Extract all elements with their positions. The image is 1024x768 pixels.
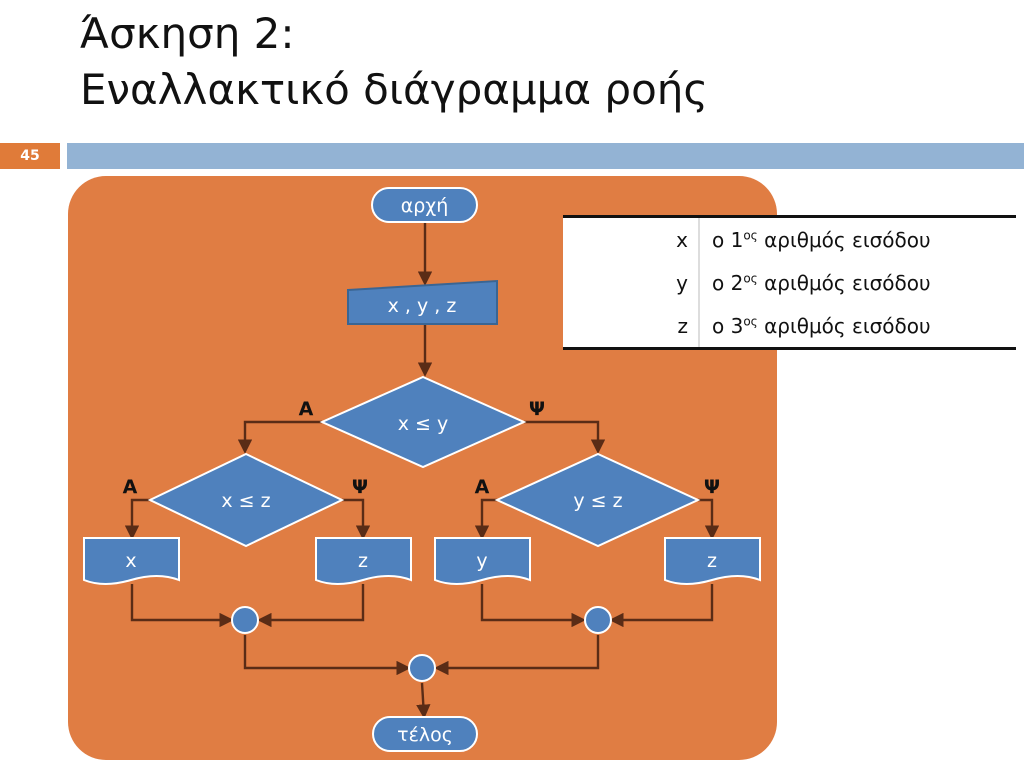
decision-left-yes: Α [123,476,138,498]
decision-main-label: x ≤ y [398,413,449,435]
input-label: x , y , z [388,295,457,317]
output-z-right: z [664,537,761,585]
start-label: αρχή [401,195,449,217]
variables-table: x ο 1ος αριθμός εισόδου y ο 2ος αριθμός … [563,215,1016,350]
output-z-right-label: z [707,550,717,572]
decision-left-label: x ≤ z [221,490,270,512]
desc-cell: ο 1ος αριθμός εισόδου [712,227,931,252]
title-line-1: Άσκηση 2: [80,9,295,58]
decision-main-no: Ψ [529,398,545,420]
end-terminal: τέλος [372,716,478,752]
decision-left: x ≤ z Α Ψ [123,452,368,548]
output-y-label: y [476,550,487,572]
junction-final [408,654,436,682]
title-line-2: Εναλλακτικό διάγραμμα ροής [80,65,709,114]
slide-title: Άσκηση 2: Εναλλακτικό διάγραμμα ροής [80,6,1000,118]
var-cell: x [563,216,700,261]
decision-right-label: y ≤ z [573,490,622,512]
decision-right-yes: Α [475,476,490,498]
table-row: x ο 1ος αριθμός εισόδου [563,216,1016,261]
decision-right-no: Ψ [704,476,720,498]
junction-right [584,606,612,634]
start-terminal: αρχή [371,187,478,223]
slide-number: 45 [0,143,60,169]
junction-left [231,606,259,634]
connector-lines [124,222,720,719]
var-cell: z [563,304,700,349]
decision-main: x ≤ y Α Ψ [299,375,545,469]
table-row: z ο 3ος αριθμός εισόδου [563,304,1016,349]
header-accent-bar [67,143,1024,169]
desc-cell: ο 3ος αριθμός εισόδου [712,313,931,338]
output-y: y [434,537,531,585]
output-z-left-label: z [358,550,368,572]
var-cell: y [563,261,700,304]
output-x: x [83,537,180,585]
decision-right: y ≤ z Α Ψ [475,452,720,548]
output-x-label: x [125,550,136,572]
decision-left-no: Ψ [352,476,368,498]
decision-main-yes: Α [299,398,314,420]
output-z-left: z [315,537,412,585]
table-row: y ο 2ος αριθμός εισόδου [563,261,1016,304]
desc-cell: ο 2ος αριθμός εισόδου [712,270,931,295]
end-label: τέλος [397,724,453,746]
input-block: x , y , z [347,279,498,325]
